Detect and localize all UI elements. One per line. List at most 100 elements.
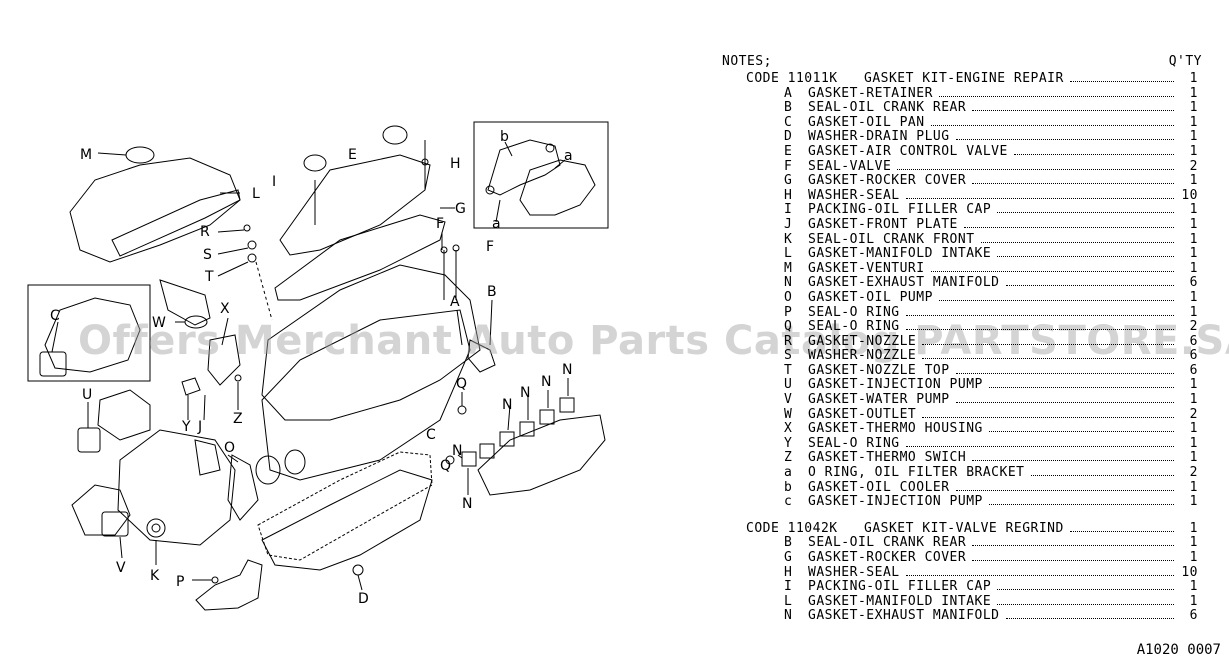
leader-dots <box>972 460 1174 462</box>
kit-name: GASKET KIT-ENGINE REPAIR <box>864 71 1064 86</box>
part-letter: X <box>784 421 793 437</box>
part-letter: L <box>784 246 793 262</box>
part-letter: H <box>784 187 793 203</box>
part-letter: L <box>784 593 793 609</box>
label-X: X <box>220 301 230 317</box>
leader-dots <box>955 402 1174 404</box>
part-letter: K <box>784 231 793 247</box>
label-H: H <box>450 156 461 172</box>
label-a1: a <box>564 148 573 164</box>
part-letter: A <box>784 85 793 101</box>
part-letter: F <box>784 158 793 174</box>
part-row: F SEAL-VALVE 2 <box>722 158 1202 175</box>
part-name: GASKET-RETAINER <box>808 85 933 101</box>
crank-rear-seal-area <box>255 455 281 485</box>
exhaust-gasket-2 <box>479 443 495 459</box>
leader-dots <box>1069 530 1174 532</box>
label-N5: N <box>452 443 462 459</box>
label-B: B <box>487 284 497 300</box>
part-name: WASHER-NOZZLE <box>808 348 917 364</box>
kit-qty: 1 <box>1189 520 1198 536</box>
part-letter: U <box>784 377 793 393</box>
part-name: WASHER-SEAL <box>808 564 900 580</box>
part-letter: Q <box>784 319 793 335</box>
part-letter: G <box>784 550 793 565</box>
part-letter: Z <box>784 450 793 466</box>
leader-dots <box>905 445 1174 447</box>
part-letter: B <box>784 535 793 551</box>
label-F2: F <box>486 239 494 255</box>
part-letter: M <box>784 260 793 276</box>
water-outlet <box>159 279 211 326</box>
label-a2: a <box>492 216 501 232</box>
label-Y: Y <box>181 419 191 435</box>
part-qty: 2 <box>1189 465 1198 481</box>
part-qty: 6 <box>1189 362 1198 378</box>
part-qty: 2 <box>1189 158 1198 174</box>
part-name: GASKET-OIL PAN <box>808 114 925 130</box>
label-c: C <box>50 308 60 324</box>
part-name: PACKING-OIL FILLER CAP <box>808 579 992 595</box>
part-letter: c <box>784 494 793 510</box>
leader-dots <box>897 168 1174 170</box>
part-qty: 1 <box>1189 479 1198 495</box>
cylinder-head <box>261 264 481 421</box>
part-letter: B <box>784 100 793 116</box>
part-name: SEAL-O RING <box>808 304 900 320</box>
thermo-housing <box>207 334 241 386</box>
inset-box-oil-cooler <box>473 121 609 229</box>
part-qty: 1 <box>1189 173 1198 189</box>
part-qty: 1 <box>1189 129 1198 145</box>
o-ring-q <box>457 405 467 415</box>
watermark: Offers Merchant Auto Parts Catalog PARTS… <box>78 318 1229 364</box>
part-letter: O <box>784 289 793 305</box>
part-qty: 1 <box>1189 231 1198 247</box>
label-I: I <box>272 174 276 190</box>
part-name: SEAL-O RING <box>808 319 900 335</box>
kit-code: CODE 11011K <box>746 71 838 86</box>
exhaust-gasket-3 <box>499 431 515 447</box>
leader-dots <box>997 212 1174 214</box>
part-name: SEAL-OIL CRANK FRONT <box>808 231 975 247</box>
qty-header: Q'TY <box>1168 54 1202 69</box>
front-plate-gasket <box>194 439 221 476</box>
part-letter: Y <box>784 435 793 451</box>
label-U: U <box>82 387 92 403</box>
rocker-cover-gasket <box>274 214 446 301</box>
part-qty: 1 <box>1189 289 1198 305</box>
leader-dots <box>997 603 1174 605</box>
part-name: GASKET-MANIFOLD INTAKE <box>808 593 992 609</box>
leader-dots <box>938 299 1174 301</box>
label-E: E <box>348 147 357 163</box>
notes-header: NOTES; Q'TY <box>722 54 1202 70</box>
injection-pump-plate <box>44 297 141 373</box>
part-qty: 1 <box>1189 494 1198 510</box>
label-Q1: Q <box>456 376 467 392</box>
part-letter: R <box>784 333 793 349</box>
part-name: GASKET-THERMO SWICH <box>808 450 967 466</box>
label-C: C <box>426 427 436 443</box>
part-name: GASKET-EXHAUST MANIFOLD <box>808 608 1000 624</box>
leader-dots <box>955 139 1174 141</box>
part-row: K SEAL-OIL CRANK FRONT 1 <box>722 231 1202 248</box>
part-name: SEAL-OIL CRANK REAR <box>808 100 967 116</box>
part-name: GASKET-EXHAUST MANIFOLD <box>808 275 1000 291</box>
part-name: SEAL-VALVE <box>808 158 892 174</box>
leader-dots <box>930 270 1174 272</box>
part-name: GASKET-INJECTION PUMP <box>808 377 983 393</box>
part-name: GASKET-NOZZLE <box>808 333 917 349</box>
part-qty: 6 <box>1189 275 1198 291</box>
rocker-cover <box>279 154 431 256</box>
